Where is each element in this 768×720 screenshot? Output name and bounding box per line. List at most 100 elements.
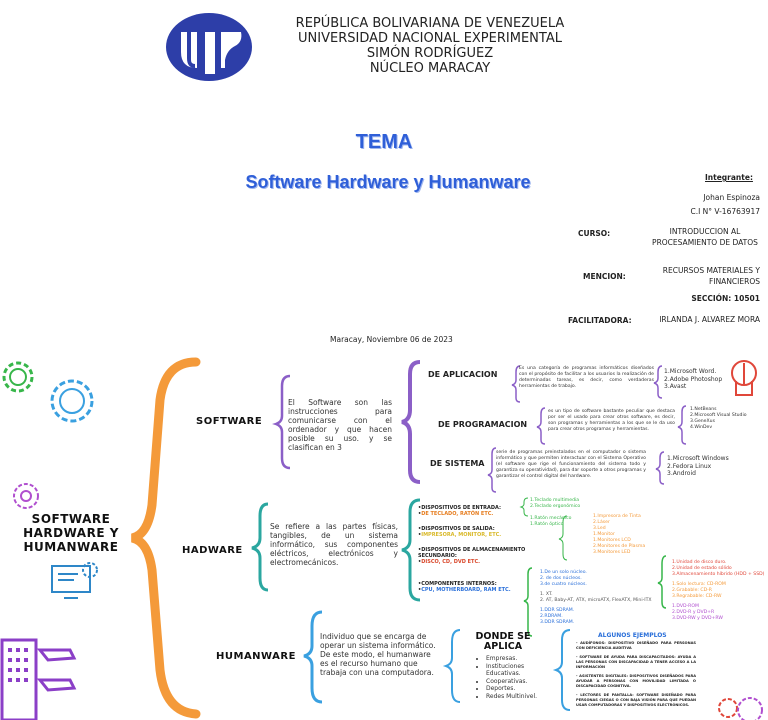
monitor-gear-icon xyxy=(48,560,102,611)
student-ci: C.I N° V-16763917 xyxy=(690,207,760,216)
salida-item: 1.Monitor xyxy=(593,532,615,537)
donde-item: Instituciones Educativas. xyxy=(486,663,558,678)
donde-item: Deportes. xyxy=(486,685,558,693)
ejemplos-title: ALGUNOS EJEMPLOS xyxy=(598,632,667,639)
almacenamiento-item: 3.Regrabable: CD-RW xyxy=(672,594,722,599)
salida-item: 1.Impresora de Tinta xyxy=(593,514,641,519)
programacion-item: 2.Microsoft Visual Studio xyxy=(690,413,747,418)
sistema-item: 2.Fedora Linux xyxy=(667,462,712,470)
map-title: SOFTWARE HARDWARE Y HUMANWARE xyxy=(23,512,119,554)
software-desc: El Software son las instrucciones para c… xyxy=(288,398,392,452)
entrada-item: 2.Teclado ergonómico xyxy=(530,504,581,509)
internos-sub: CPU, MOTHERBOARD, RAM ETC. xyxy=(421,587,511,593)
humanware-desc: Individuo que se encarga de operar un si… xyxy=(320,632,436,677)
almacenamiento-items: 1.Unidad de disco duro. 2.Unidad de esta… xyxy=(672,560,767,622)
aplicacion-items: 1.Microsoft Word. 2.Adobe Photoshop 3.Av… xyxy=(664,368,722,391)
almacenamiento-item: 3.DVD-RW y DVD+RW xyxy=(672,616,723,621)
hadware-desc: Se refiere a las partes físicas, tangibl… xyxy=(270,522,398,567)
seccion-value: SECCIÓN: 10501 xyxy=(691,294,760,303)
entrada-item: 1.Ratón mecánico xyxy=(530,516,572,521)
internos-items: 1.De un solo núcleo. 2. de dos núcleos. … xyxy=(540,570,665,626)
internos-item: 2. AT, Baby-AT, ATX, microATX, FlexATX, … xyxy=(540,598,652,603)
salida-sub: IMPRESORA, MONITOR, ETC. xyxy=(421,532,502,538)
entrada-items: 1.Teclado multimedia 2.Teclado ergonómic… xyxy=(530,498,580,528)
tema-title: TEMA xyxy=(355,131,413,153)
aplicacion-item: 1.Microsoft Word. xyxy=(664,368,717,375)
donde-item: Redes Multinivel. xyxy=(486,693,558,701)
sistema-item: 1.Microsoft Windows xyxy=(667,455,729,462)
donde-item: Cooperativas. xyxy=(486,678,558,686)
facilitadora-value: IRLANDA J. ALVAREZ MORA xyxy=(659,315,760,324)
internos-item: 2. de dos núcleos. xyxy=(540,576,582,581)
programacion-item: 4.WinDev xyxy=(690,425,713,430)
almacenamiento-item: 1.Solo lectura: CD-ROM xyxy=(672,582,726,587)
date: Maracay, Noviembre 06 de 2023 xyxy=(330,335,453,344)
almacenamiento-item: 1.Unidad de disco duro. xyxy=(672,560,727,565)
subtitle: Software Hardware y Humanware xyxy=(245,172,531,192)
gear-icon xyxy=(0,355,100,435)
almacenamiento-sub: DISCO, CD, DVD ETC. xyxy=(421,559,481,565)
header-line-2: UNIVERSIDAD NACIONAL EXPERIMENTAL xyxy=(298,31,562,46)
curso-value: INTRODUCCION AL PROCESAMIENTO DE DATOS xyxy=(652,227,758,247)
entrada-item: 1.Ratón óptico xyxy=(530,522,564,527)
facilitadora-label: FACILITADORA: xyxy=(568,316,632,325)
ejemplo-item: - AUDÍFONOS: DISPOSITIVO DISEÑADO PARA P… xyxy=(576,641,696,650)
almacenamiento-label: DISPOSITIVOS DE ALMACENAMIENTO SECUNDARI… xyxy=(418,547,526,559)
sistema-item: 3.Android xyxy=(667,470,696,477)
internos-item: 1.De un solo núcleo. xyxy=(540,570,587,575)
sistema-items: 1.Microsoft Windows 2.Fedora Linux 3.And… xyxy=(667,455,729,478)
programacion-label: DE PROGRAMACION xyxy=(438,420,528,429)
internos-item: 3.DDR SDRAM. xyxy=(540,620,575,625)
aplicacion-label: DE APLICACION xyxy=(428,370,498,379)
gear-icon-bottom xyxy=(714,690,768,720)
programacion-item: 3.GeneXus xyxy=(690,419,715,424)
internos-label: COMPONENTES INTERNOS: xyxy=(421,581,497,587)
salida-item: 2.Láser xyxy=(593,520,610,525)
mencion-label: MENCION: xyxy=(583,272,626,281)
donde-list: Empresas. Instituciones Educativas. Coop… xyxy=(478,655,558,700)
salida-item: 3.Monitores LED xyxy=(593,550,631,555)
hadware-label: HADWARE xyxy=(182,545,243,556)
student-name: Johan Espinoza xyxy=(703,193,760,202)
header-line-1: REPÚBLICA BOLIVARIANA DE VENEZUELA xyxy=(295,16,565,31)
header-line-3: SIMÓN RODRÍGUEZ xyxy=(366,46,494,61)
ejemplos-list: - AUDÍFONOS: DISPOSITIVO DISEÑADO PARA P… xyxy=(576,641,696,708)
entrada-label: DISPOSITIVOS DE ENTRADA: xyxy=(421,505,501,511)
sistema-desc: serie de programas preinstalados en el c… xyxy=(496,450,646,479)
software-label: SOFTWARE xyxy=(196,416,263,427)
salida-items: 1.Impresora de Tinta 2.Láser 3.Led 1.Mon… xyxy=(593,514,645,556)
internos-item: 3.de cuatro núcleos. xyxy=(540,582,587,587)
keyboard-hands-icon xyxy=(0,630,80,720)
gears-head-icon xyxy=(8,478,48,523)
header-line-4: NÚCLEO MARACAY xyxy=(369,61,491,76)
institution-header: REPÚBLICA BOLIVARIANA DE VENEZUELA UNIVE… xyxy=(250,16,610,76)
ejemplo-item: - ASISTENTES DIGITALES: DISPOSITIVOS DIS… xyxy=(576,674,696,688)
programacion-desc: es un tipo de software bastante peculiar… xyxy=(548,409,675,432)
aplicacion-item: 2.Adobe Photoshop xyxy=(664,375,723,383)
internos-item: 2.RDRAM. xyxy=(540,614,563,619)
entrada-item: 1.Teclado multimedia xyxy=(530,498,580,503)
salida-item: 2.Monitores de Plasma xyxy=(593,544,646,549)
mencion-value: RECURSOS MATERIALES Y FINANCIEROS xyxy=(662,266,760,286)
salida-label: DISPOSITIVOS DE SALIDA: xyxy=(421,526,495,532)
entrada-sub: DE TECLADO, RATÓN ETC. xyxy=(421,511,494,517)
internos-item: 1.DDR SDRAM. xyxy=(540,608,575,613)
donde-item: Empresas. xyxy=(486,655,558,663)
sistema-label: DE SISTEMA xyxy=(430,459,485,468)
almacenamiento-item: 2.Grabable: CD-R xyxy=(672,588,712,593)
internos-item: 1. XT. xyxy=(540,592,553,597)
salida-item: 1.Monitores LCD xyxy=(593,538,631,543)
ejemplo-item: - SOFTWARE DE AYUDA PARA DISCAPACITADOS:… xyxy=(576,655,696,669)
integrante-label: Integrante: xyxy=(705,173,753,182)
donde-title: DONDE SE APLICA xyxy=(475,631,531,652)
aplicacion-desc: Es una categoría de programas informátic… xyxy=(519,366,654,389)
ejemplo-item: - LECTORES DE PANTALLA: SOFTWARE DISEÑAD… xyxy=(576,693,696,707)
almacenamiento-item: 2.DVD-R y DVD+R xyxy=(672,610,715,615)
aplicacion-item: 3.Avast xyxy=(664,383,687,390)
programacion-item: 1.NetBeans xyxy=(690,407,717,412)
salida-item: 3.Led xyxy=(593,526,606,531)
hardware-categories: DISPOSITIVOS DE ENTRADA: DE TECLADO, RAT… xyxy=(418,505,530,593)
almacenamiento-item: 1.DVD-ROM xyxy=(672,604,699,609)
humanware-label: HUMANWARE xyxy=(216,651,296,662)
university-logo-icon xyxy=(165,12,253,82)
